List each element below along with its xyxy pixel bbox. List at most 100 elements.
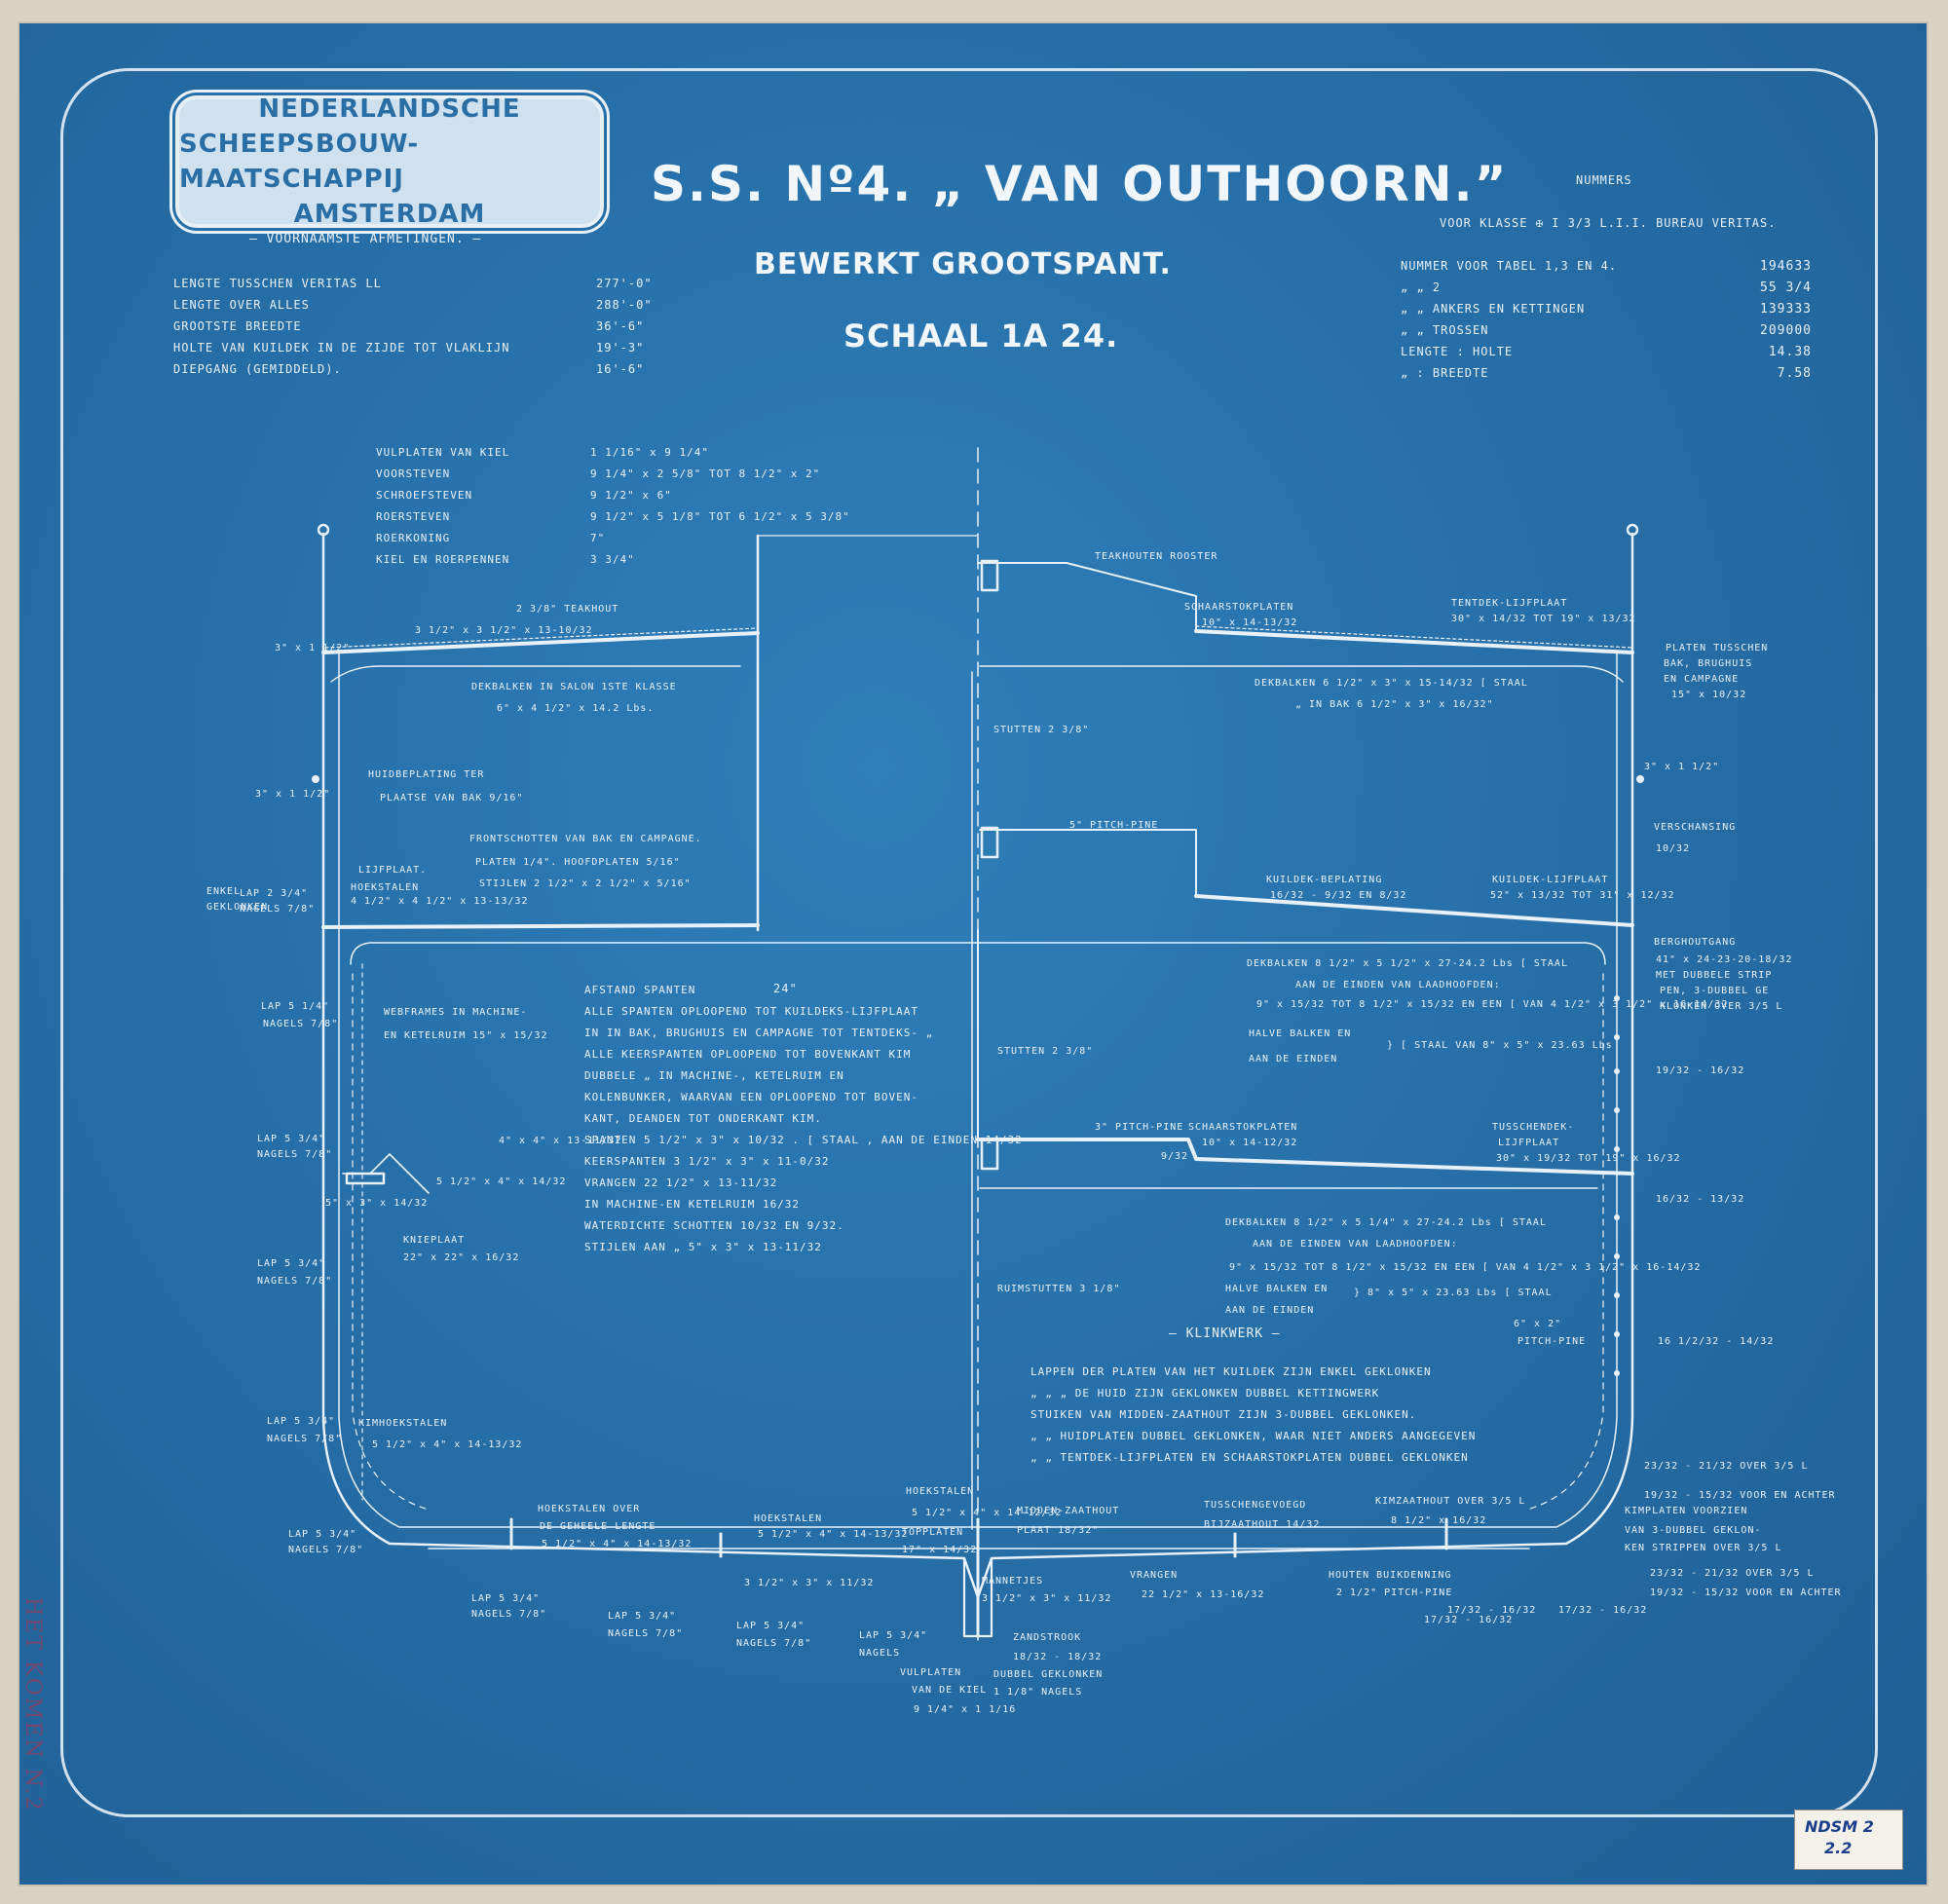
callout-label: NAGELS 7/8" [240, 904, 316, 915]
number-value: 55 3/4 [1760, 280, 1812, 295]
callout-label: NAGELS [859, 1648, 901, 1659]
callout-label: LAP 5 3/4" [257, 1258, 326, 1269]
callout-label: BERGHOUTGANG [1654, 937, 1737, 948]
callout-label: 16 1/2/32 - 14/32 [1658, 1336, 1775, 1347]
callout-label: 10" x 14-13/32 [1202, 617, 1298, 628]
scantling-value: 9 1/4" x 2 5/8" TOT 8 1/2" x 2" [590, 467, 821, 480]
callout-label: VRANGEN [1130, 1570, 1179, 1581]
callout-label: KUILDEK-LIJFPLAAT [1492, 875, 1609, 885]
callout-label: 30" x 19/32 TOT 19" x 16/32 [1496, 1153, 1681, 1164]
callout-label: 3 1/2" x 3 1/2" x 13-10/32 [415, 625, 593, 636]
callout-label: WEBFRAMES IN MACHINE- [384, 1007, 528, 1018]
callout-label: 16/32 - 9/32 EN 8/32 [1270, 890, 1407, 901]
callout-label: PLAATSE VAN BAK 9/16" [380, 793, 524, 803]
callout-label: NAGELS 7/8" [267, 1434, 343, 1444]
callout-label: 5 1/2" x 4" x 14-13/32 [758, 1529, 909, 1540]
callout-label: 4 1/2" x 4 1/2" x 13-13/32 [351, 896, 529, 907]
callout-label: HOUTEN BUIKDENNING [1329, 1570, 1452, 1581]
callout-label: 41" x 24-23-20-18/32 [1656, 954, 1793, 965]
callout-label: MANNETJES [982, 1576, 1044, 1587]
scantling-label: VULPLATEN VAN KIEL [376, 446, 510, 459]
callout-label: VAN 3-DUBBEL GEKLON- [1625, 1525, 1762, 1536]
callout-label: NAGELS 7/8" [736, 1638, 812, 1649]
callout-label: HALVE BALKEN EN [1225, 1284, 1329, 1294]
callout-label: LIJFPLAAT. [358, 865, 428, 876]
construction-note: KANT, DEANDEN TOT ONDERKANT KIM. [584, 1112, 822, 1125]
callout-label: KUILDEK-BEPLATING [1266, 875, 1383, 885]
callout-label: LAP 5 3/4" [608, 1611, 677, 1622]
callout-label: 3" x 1 1/2" [275, 643, 351, 653]
riveting-note: „ „ „ DE HUID ZIJN GEKLONKEN DUBBEL KETT… [1030, 1387, 1380, 1400]
callout-label: 18/32 - 18/32 [1013, 1652, 1103, 1662]
construction-note: WATERDICHTE SCHOTTEN 10/32 EN 9/32. [584, 1219, 844, 1232]
callout-label: 5" PITCH-PINE [1069, 820, 1159, 831]
callout-label: KLONKEN OVER 3/5 L [1660, 1001, 1783, 1012]
callout-label: ZANDSTROOK [1013, 1632, 1082, 1643]
company-line-3: AMSTERDAM [293, 200, 486, 229]
callout-label: DEKBALKEN 8 1/2" x 5 1/4" x 27-24.2 Lbs … [1225, 1217, 1547, 1228]
frame-spacing-label: AFSTAND SPANTEN [584, 984, 696, 996]
callout-label: EN CAMPAGNE [1664, 674, 1740, 685]
scantling-label: SCHROEFSTEVEN [376, 489, 473, 502]
classification-line: VOOR KLASSE ✠ I 3/3 L.I.I. BUREAU VERITA… [1440, 216, 1777, 230]
callout-label: 17/32 - 16/32 [1424, 1615, 1514, 1625]
callout-label: LIJFPLAAT [1498, 1138, 1560, 1148]
callout-label: AAN DE EINDEN VAN LAADHOOFDEN: [1295, 980, 1501, 990]
callout-label: TEAKHOUTEN ROOSTER [1095, 551, 1218, 562]
scantling-label: ROERSTEVEN [376, 510, 451, 523]
callout-label: MET DUBBELE STRIP [1656, 970, 1773, 981]
callout-label: DE GEHEELE LENGTE [540, 1521, 656, 1532]
drawing-scale: SCHAAL 1A 24. [843, 317, 1119, 355]
frame-spacing-value: 24" [773, 982, 798, 995]
callout-label: „ IN BAK 6 1/2" x 3" x 16/32" [1295, 699, 1494, 710]
callout-label: PEN, 3-DUBBEL GE [1660, 986, 1770, 996]
callout-label: HOEKSTALEN [754, 1513, 823, 1524]
number-value: 194633 [1760, 259, 1812, 274]
callout-label: NAGELS 7/8" [608, 1628, 684, 1639]
callout-label: FRONTSCHOTTEN VAN BAK EN CAMPAGNE. [469, 834, 702, 844]
stamp-line-2: 2.2 [1824, 1839, 1853, 1857]
callout-label: STIJLEN 2 1/2" x 2 1/2" x 5/16" [479, 878, 692, 889]
callout-label: PLATEN TUSSCHEN [1666, 643, 1769, 653]
construction-note: ALLE KEERSPANTEN OPLOOPEND TOT BOVENKANT… [584, 1048, 912, 1061]
scantling-value: 9 1/2" x 5 1/8" TOT 6 1/2" x 5 3/8" [590, 510, 850, 523]
callout-label: BAK, BRUGHUIS [1664, 658, 1753, 669]
company-line-2: SCHEEPSBOUW-MAATSCHAPPIJ [179, 130, 420, 194]
callout-label: VAN DE KIEL [912, 1685, 988, 1696]
dimension-label: DIEPGANG (GEMIDDELD). [173, 362, 342, 376]
callout-label: PLATEN 1/4". HOOFDPLATEN 5/16" [475, 857, 681, 868]
callout-label: 16/32 - 13/32 [1656, 1194, 1745, 1205]
callout-label: 9/32 [1161, 1151, 1189, 1162]
callout-label: 3 1/2" x 3" x 11/32 [744, 1578, 875, 1588]
dimension-label: LENGTE OVER ALLES [173, 298, 310, 312]
callout-label: 5 1/2" x 4" x 14-13/32 [542, 1539, 693, 1549]
number-label: „ „ ANKERS EN KETTINGEN [1401, 302, 1586, 316]
callout-label: 15" x 10/32 [1671, 690, 1747, 700]
number-label: „ : BREEDTE [1401, 366, 1489, 380]
callout-label: ENKEL [206, 886, 242, 897]
construction-note: IN IN BAK, BRUGHUIS EN CAMPAGNE TOT TENT… [584, 1027, 934, 1039]
callout-label: DEKBALKEN IN SALON 1STE KLASSE [471, 682, 677, 692]
callout-label: LAP 5 1/4" [261, 1001, 330, 1012]
callout-label: 19/32 - 16/32 [1656, 1065, 1745, 1076]
callout-label: 23/32 - 21/32 OVER 3/5 L [1644, 1461, 1809, 1472]
riveting-note: STUIKEN VAN MIDDEN-ZAATHOUT ZIJN 3-DUBBE… [1030, 1408, 1417, 1421]
callout-label: 22 1/2" x 13-16/32 [1142, 1589, 1265, 1600]
callout-label: RUIMSTUTTEN 3 1/8" [997, 1284, 1121, 1294]
scantling-value: 9 1/2" x 6" [590, 489, 672, 502]
riveting-heading: — KLINKWERK — [1169, 1326, 1281, 1341]
callout-label: 5" x 3" x 14/32 [325, 1198, 429, 1209]
dimensions-heading: — VOORNAAMSTE AFMETINGEN. — [249, 232, 482, 246]
dimension-value: 288'-0" [596, 298, 653, 312]
callout-label: 9" x 15/32 TOT 8 1/2" x 15/32 EN EEN [ V… [1229, 1262, 1702, 1273]
number-value: 209000 [1760, 323, 1812, 338]
callout-label: 17/32 - 16/32 [1558, 1605, 1648, 1616]
number-value: 14.38 [1768, 345, 1812, 359]
dimension-label: HOLTE VAN KUILDEK IN DE ZIJDE TOT VLAKLI… [173, 341, 510, 355]
number-label: „ „ TROSSEN [1401, 323, 1489, 337]
number-label: NUMMER VOOR TABEL 1,3 EN 4. [1401, 259, 1618, 273]
callout-label: 3" PITCH-PINE [1095, 1122, 1184, 1133]
callout-label: 5 1/2" x 4" x 14-12/32 [912, 1508, 1063, 1518]
callout-label: 3" x 1 1/2" [255, 789, 331, 800]
numbers-heading: NUMMERS [1576, 173, 1632, 187]
